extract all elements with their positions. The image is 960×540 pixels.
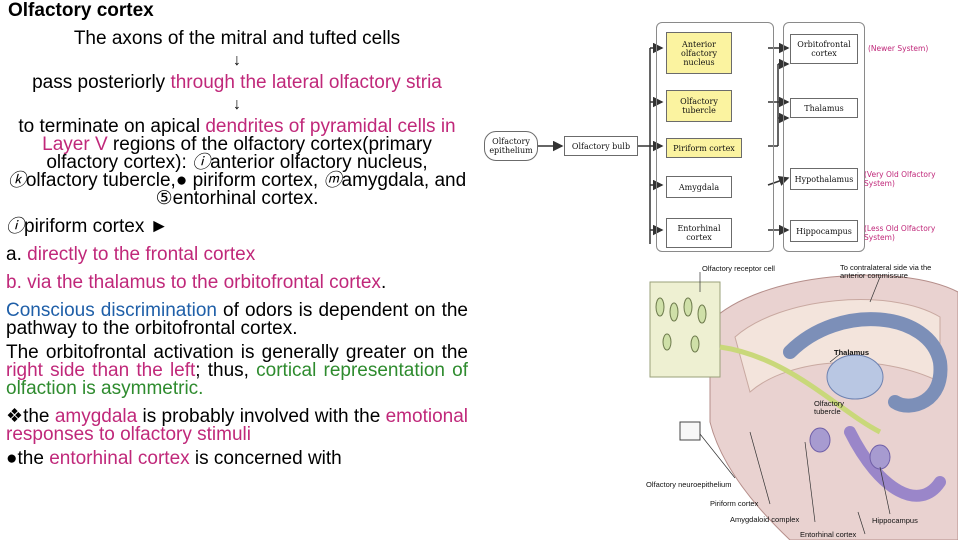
thus-text: ; thus, xyxy=(195,360,257,381)
slide-title: Olfactory cortex xyxy=(8,0,154,21)
olfactory-pathway-diagram: Olfactory epithelium Olfactory bulb Ante… xyxy=(478,18,956,263)
diamond-bullet-icon: ❖ xyxy=(6,406,24,427)
item-a-text: directly to the frontal cortex xyxy=(27,244,256,265)
terminate-text: to terminate on apical xyxy=(18,116,206,137)
amygdala-text: amygdala xyxy=(54,406,138,427)
brain-section-drawing xyxy=(640,262,958,540)
targets-group xyxy=(783,22,865,252)
pass-posteriorly-text: pass posteriorly xyxy=(32,72,171,93)
label-olfactory-neuroepithelium: Olfactory neuroepithelium xyxy=(646,480,732,489)
down-arrow-icon: ↓ xyxy=(233,52,241,69)
hypothalamus-box: Hypothalamus xyxy=(790,168,858,190)
terminate-paragraph: to terminate on apical dendrites of pyra… xyxy=(6,116,468,209)
pass-posteriorly-line: pass posteriorly through the lateral olf… xyxy=(6,72,468,93)
label-amygdaloid-complex: Amygdaloid complex xyxy=(730,515,800,524)
bullet-icon: ● xyxy=(175,170,188,191)
orbitofrontal-cortex-box: Orbitofrontal cortex xyxy=(790,34,858,64)
piriform-cortex-box: Piriform cortex xyxy=(666,138,742,158)
lateral-olfactory-stria-text: through the lateral olfactory stria xyxy=(170,72,442,93)
amygdala-box: Amygdala xyxy=(666,176,732,198)
thalamus-box: Thalamus xyxy=(790,98,858,118)
emotional-responses-text: emotional responses to olfactory stimuli xyxy=(6,406,468,445)
olfactory-epithelium-box: Olfactory epithelium xyxy=(484,131,538,161)
bullet-icon: ● xyxy=(6,448,18,469)
pyramidal-cells-text: dendrites of pyramidal cells in Layer V xyxy=(42,116,456,155)
label-hippocampus: Hippocampus xyxy=(872,516,918,525)
item-anterior-olfactory-nucleus: anterior olfactory nucleus, xyxy=(210,152,428,173)
orbitofrontal-text: The orbitofrontal activation is generall… xyxy=(6,342,468,363)
less-old-system-note: (Less Old Olfactory System) xyxy=(864,224,936,242)
bullet-icon: ⓘ xyxy=(192,152,211,173)
asymmetric-text: cortical representation of olfaction is … xyxy=(6,360,468,399)
down-arrow-icon: ↓ xyxy=(233,96,241,113)
item-amygdala: amygdala, and xyxy=(341,170,467,191)
item-entorhinal-cortex: entorhinal cortex. xyxy=(172,188,319,209)
olfactory-anatomy-illustration: Olfactory receptor cell To contralateral… xyxy=(640,262,958,540)
newer-system-note: (Newer System) xyxy=(868,44,929,53)
amygdala-rest: is probably involved with the xyxy=(137,406,386,427)
amygdala-paragraph: ❖the amygdala is probably involved with … xyxy=(6,406,468,445)
label-piriform-cortex: Piriform cortex xyxy=(710,499,759,508)
bullet-icon: ⓜ xyxy=(323,170,342,191)
entorhinal-cortex-box: Entorhinal cortex xyxy=(666,218,732,248)
label-thalamus: Thalamus xyxy=(834,348,870,357)
axons-line: The axons of the mitral and tufted cells xyxy=(73,28,401,49)
primary-cortex-group xyxy=(656,22,774,252)
bullet-icon: ⓘ xyxy=(6,216,24,237)
amygdala-prefix: the xyxy=(23,406,55,427)
item-piriform-cortex: piriform cortex, xyxy=(187,170,324,191)
regions-text: regions of the olfactory cortex(primary … xyxy=(46,134,432,173)
label-entorhinal-cortex: Entorhinal cortex xyxy=(800,530,857,539)
piriform-text: piriform cortex ► xyxy=(24,216,169,237)
bullet-icon: ⓚ xyxy=(7,170,26,191)
anterior-olfactory-nucleus-box: Anterior olfactory nucleus xyxy=(666,32,732,74)
item-b: b. via the thalamus to the orbitofrontal… xyxy=(6,272,468,293)
label-contralateral: To contralateral side via the anterior c… xyxy=(840,263,932,280)
hippocampus-box: Hippocampus xyxy=(790,220,858,242)
olfactory-bulb-box: Olfactory bulb xyxy=(564,136,638,156)
bullet-icon: ⑤ xyxy=(155,188,173,209)
conscious-discrimination-text: Conscious discrimination xyxy=(6,300,217,321)
orbitofrontal-paragraph: The orbitofrontal activation is generall… xyxy=(6,342,468,399)
conscious-rest-text: of odors is dependent on the pathway to … xyxy=(6,300,468,339)
slide-text-column: Olfactory cortex The axons of the mitral… xyxy=(6,0,468,540)
piriform-line: ⓘpiriform cortex ► xyxy=(6,216,468,237)
item-a-prefix: a. xyxy=(6,244,28,265)
entorhinal-paragraph: ●the entorhinal cortex is concerned with xyxy=(6,448,468,469)
very-old-system-note: (Very Old Olfactory System) xyxy=(864,170,936,188)
label-olfactory-receptor-cell: Olfactory receptor cell xyxy=(702,264,775,273)
item-olfactory-tubercle: olfactory tubercle, xyxy=(25,170,176,191)
conscious-discrimination-paragraph: Conscious discrimination of odors is dep… xyxy=(6,300,468,339)
entorhinal-rest: is concerned with xyxy=(189,448,342,469)
item-b-text: b. via the thalamus to the orbitofrontal… xyxy=(6,272,381,293)
label-olfactory-tubercle: Olfactory tubercle xyxy=(814,399,845,416)
olfactory-tubercle-box: Olfactory tubercle xyxy=(666,90,732,122)
entorhinal-prefix: the xyxy=(17,448,50,469)
item-b-end: . xyxy=(380,272,387,293)
entorhinal-text: entorhinal cortex xyxy=(49,448,190,469)
right-side-text: right side than the left xyxy=(6,360,196,381)
item-a: a. directly to the frontal cortex xyxy=(6,244,468,265)
